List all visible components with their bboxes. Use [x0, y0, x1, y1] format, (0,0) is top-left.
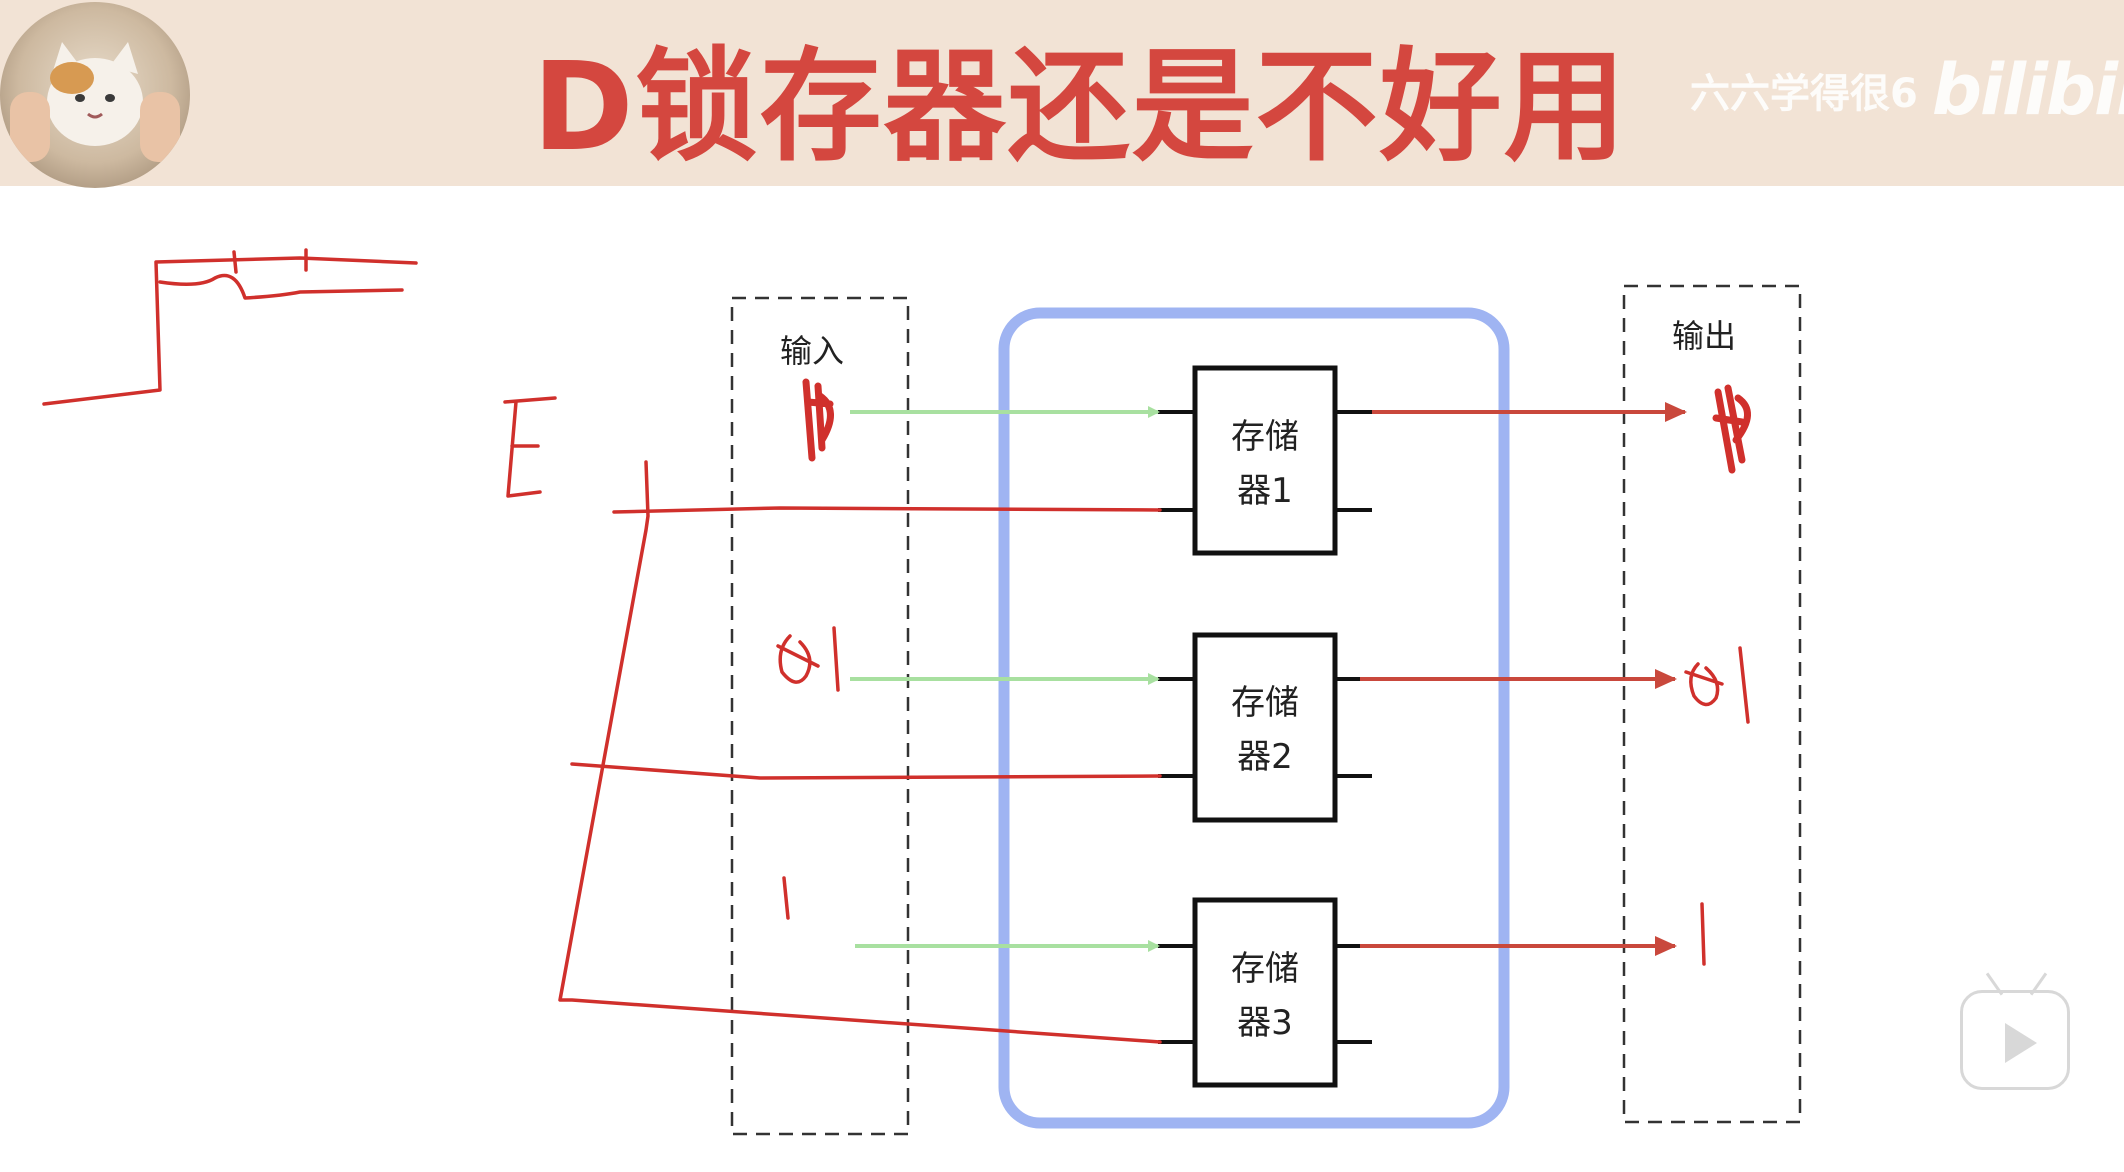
- register-container: [998, 307, 1510, 1129]
- register-3-label-line1: 存储: [1231, 949, 1299, 989]
- handwritten-annotations: [42, 248, 1751, 1044]
- handwritten-output-2: [1684, 646, 1750, 724]
- bilibili-logo: bilibili: [1931, 49, 2124, 131]
- handwritten-input-2: [776, 626, 840, 692]
- watermark-text: 六六学得很6: [1690, 71, 1918, 117]
- avatar: [0, 2, 190, 188]
- header-banner: D锁存器还是不好用 六六学得很6 bilibili: [0, 0, 2124, 188]
- page-title: D锁存器还是不好用: [532, 35, 1628, 178]
- handwritten-waveform-ripple: [158, 273, 404, 300]
- output-label: 输出: [1672, 317, 1736, 355]
- bilibili-tv-icon[interactable]: [1960, 972, 2070, 1090]
- register-1-label-line1: 存储: [1231, 417, 1299, 457]
- register-2: 存储 器2: [1158, 632, 1372, 823]
- cat-avatar-icon: [10, 42, 180, 162]
- register-1: 存储 器1: [1158, 365, 1372, 556]
- register-3: 存储 器3: [1158, 897, 1372, 1088]
- input-label: 输入: [780, 332, 844, 370]
- register-1-label-line2: 器1: [1237, 471, 1293, 511]
- register-2-label-line2: 器2: [1237, 737, 1293, 777]
- handwritten-input-1: [802, 378, 834, 462]
- handwritten-output-3: [1700, 902, 1706, 966]
- register-2-label-line1: 存储: [1231, 683, 1299, 723]
- handwritten-input-3: [782, 876, 790, 920]
- handwritten-waveform: [42, 256, 418, 406]
- play-icon: [2005, 1023, 2037, 1063]
- handwritten-output-1: [1712, 384, 1751, 474]
- bilibili-watermark: 六六学得很6 bilibili: [1690, 49, 2124, 131]
- handwritten-enable-bus: [558, 460, 1162, 1044]
- register-3-label-line2: 器3: [1237, 1003, 1293, 1043]
- handwritten-enable-label: [503, 396, 557, 498]
